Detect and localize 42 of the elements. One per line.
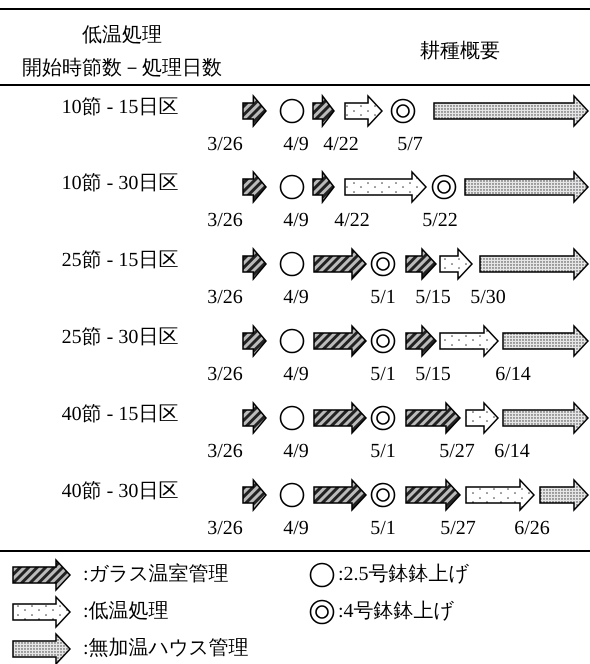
row-label: 25節 - 30日区 — [62, 327, 178, 347]
legend-text: :2.5号鉢鉢上げ — [338, 564, 469, 584]
row-label: 10節 - 15日区 — [62, 97, 178, 117]
date-label: 5/1 — [370, 518, 396, 538]
header-text: 低温処理 — [82, 25, 162, 45]
date-label: 3/26 — [207, 441, 243, 461]
row-label: 25節 - 15日区 — [62, 250, 178, 270]
date-label: 6/26 — [514, 518, 550, 538]
date-label: 5/27 — [440, 518, 476, 538]
date-label: 5/30 — [470, 287, 506, 307]
date-label: 6/14 — [494, 441, 530, 461]
date-label: 4/22 — [334, 210, 370, 230]
date-label: 4/9 — [283, 441, 309, 461]
date-label: 5/15 — [415, 287, 451, 307]
date-label: 5/1 — [370, 441, 396, 461]
legend-text: :低温処理 — [83, 601, 169, 621]
date-label: 5/1 — [370, 364, 396, 384]
date-label: 4/9 — [283, 210, 309, 230]
date-label: 3/26 — [207, 134, 243, 154]
header-text: 開始時節数－処理日数 — [22, 58, 222, 78]
date-label: 5/27 — [439, 441, 475, 461]
date-label: 4/9 — [283, 518, 309, 538]
legend-text: :ガラス温室管理 — [83, 564, 229, 584]
date-label: 3/26 — [207, 364, 243, 384]
legend-text: :4号鉢鉢上げ — [338, 601, 454, 621]
date-label: 3/26 — [207, 210, 243, 230]
date-label: 6/14 — [495, 364, 531, 384]
date-label: 5/22 — [422, 210, 458, 230]
header-text: 耕種概要 — [420, 41, 500, 61]
date-label: 5/1 — [370, 287, 396, 307]
row-label: 40節 - 30日区 — [62, 481, 178, 501]
date-label: 5/7 — [397, 134, 423, 154]
legend-text: :無加温ハウス管理 — [83, 638, 249, 658]
date-label: 4/22 — [323, 134, 359, 154]
date-label: 3/26 — [207, 518, 243, 538]
date-label: 4/9 — [283, 134, 309, 154]
row-label: 40節 - 15日区 — [62, 404, 178, 424]
row-label: 10節 - 30日区 — [62, 173, 178, 193]
date-label: 4/9 — [283, 287, 309, 307]
date-label: 5/15 — [415, 364, 451, 384]
date-label: 4/9 — [283, 364, 309, 384]
date-label: 3/26 — [207, 287, 243, 307]
